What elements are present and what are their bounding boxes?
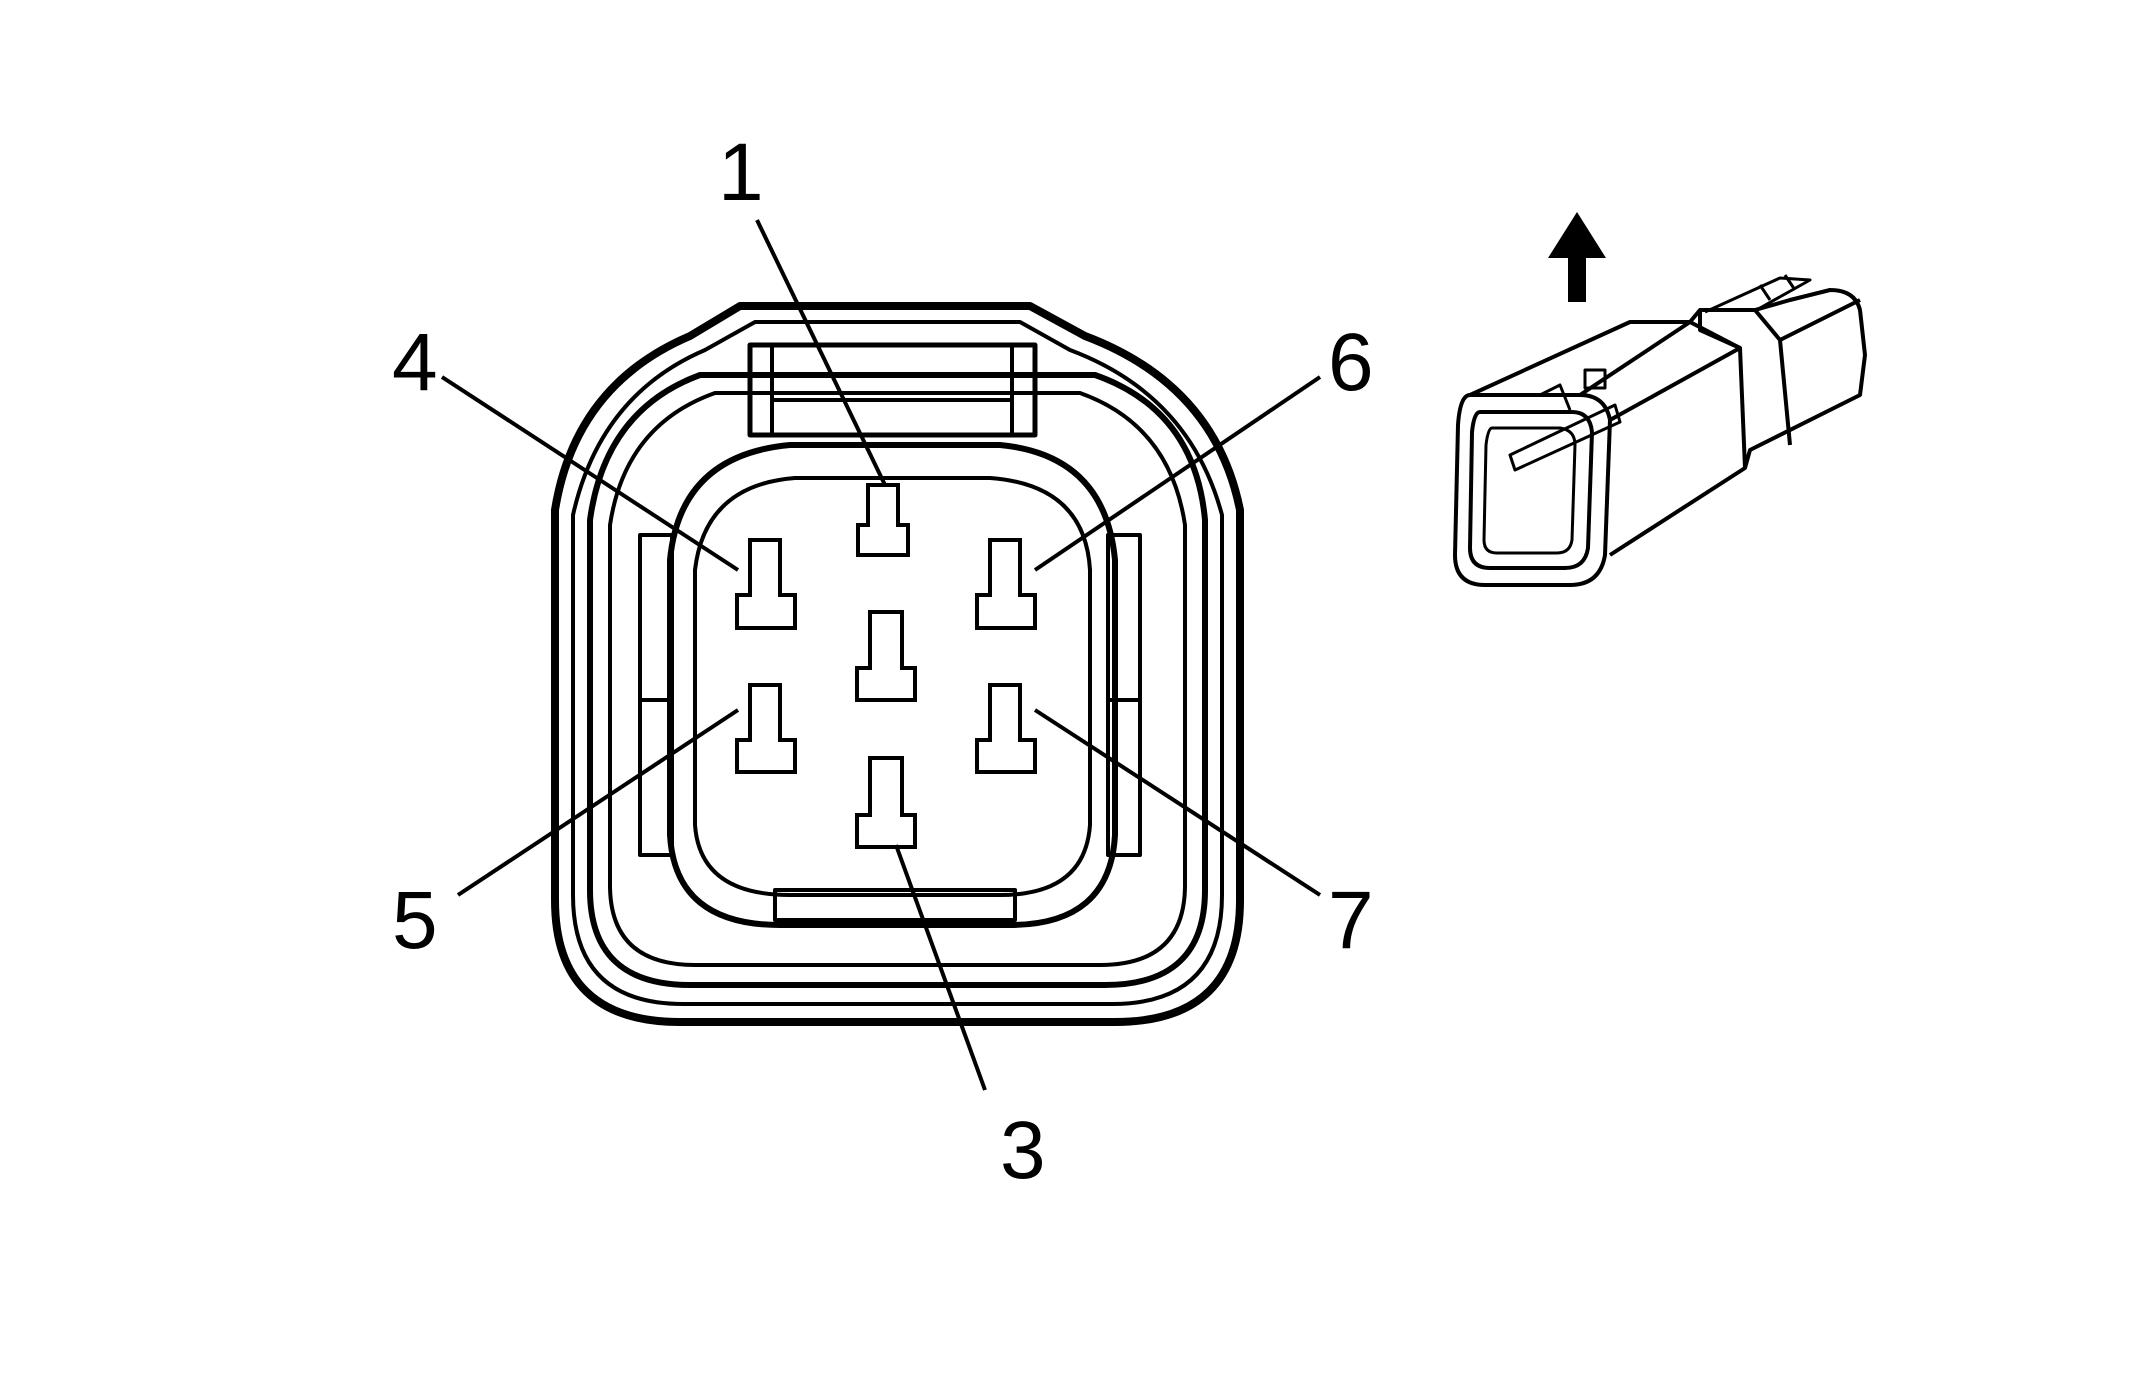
pin-label-7: 7: [1328, 875, 1374, 966]
pin-label-6: 6: [1328, 317, 1374, 408]
terminal-pin-5: [735, 683, 797, 774]
pin-label-5: 5: [392, 875, 438, 966]
leader-line-pin-5: [456, 708, 740, 897]
terminal-pin-1: [856, 483, 910, 557]
leader-line-pin-3: [894, 844, 987, 1091]
terminal-pin-3: [855, 756, 917, 849]
connector-face-view-icon: [551, 302, 1244, 1026]
connector-isometric-view-icon: [1453, 274, 1867, 587]
leader-line-pin-7: [1033, 708, 1322, 897]
pin-label-4: 4: [392, 317, 438, 408]
leader-line-pin-1: [755, 219, 887, 486]
pin-label-3: 3: [1000, 1105, 1046, 1196]
terminal-pin-7: [975, 683, 1037, 774]
terminal-pin-4: [735, 538, 797, 630]
up-arrow-icon: [1548, 212, 1606, 302]
leader-line-pin-6: [1033, 375, 1322, 572]
terminal-pin-6: [975, 538, 1037, 630]
leader-line-pin-4: [440, 375, 740, 572]
pin-label-1: 1: [718, 127, 764, 218]
leader-lines: [440, 219, 1322, 1091]
terminal-pin-2: [855, 610, 917, 702]
